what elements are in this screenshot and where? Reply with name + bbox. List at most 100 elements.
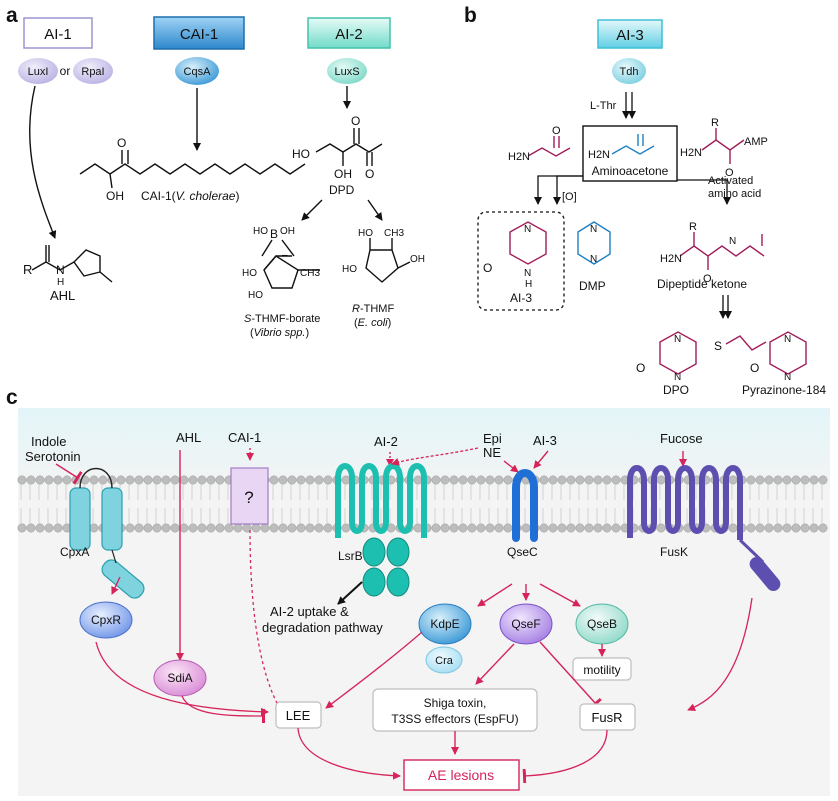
activated-aa-label-1: Activated bbox=[708, 175, 753, 187]
lipid-head bbox=[818, 523, 828, 533]
lipid-head bbox=[269, 475, 279, 485]
pyrazinone-s: S bbox=[714, 339, 722, 353]
lipid-head bbox=[476, 475, 486, 485]
lipid-head bbox=[575, 475, 585, 485]
lipid-head bbox=[728, 475, 738, 485]
lsrb-domain-4 bbox=[386, 567, 410, 597]
dipeptide-label: Dipeptide ketone bbox=[657, 277, 747, 291]
ai2-title-box bbox=[307, 17, 391, 49]
cqsa-enzyme bbox=[175, 57, 219, 85]
fucose-label: Fucose bbox=[660, 431, 703, 446]
dmp-label: DMP bbox=[579, 279, 606, 293]
lipid-head bbox=[35, 523, 45, 533]
ai3-signal-label: AI-3 bbox=[533, 433, 557, 448]
lipid-head bbox=[215, 475, 225, 485]
lthr-label: L-Thr bbox=[590, 100, 617, 112]
aminoacetone-to-dipeptide-arrow bbox=[677, 179, 731, 205]
lipid-head bbox=[782, 475, 792, 485]
activated-aa-r: R bbox=[711, 117, 719, 129]
activated-aa-label-2: amino acid bbox=[708, 188, 761, 200]
lipid-head bbox=[503, 523, 513, 533]
cpxa-receptor bbox=[69, 467, 145, 599]
ai1-title-box bbox=[23, 17, 93, 49]
lipid-head bbox=[809, 475, 819, 485]
lipid-head bbox=[656, 523, 666, 533]
lipid-head bbox=[161, 475, 171, 485]
lipid-head bbox=[287, 475, 297, 485]
lipid-head bbox=[98, 475, 108, 485]
luxi-label: LuxI bbox=[28, 66, 49, 78]
lsrb-receptor bbox=[335, 463, 427, 538]
lipid-head bbox=[125, 475, 135, 485]
cai1-caption: CAI-1(V. cholerae) bbox=[141, 189, 239, 203]
lipid-head bbox=[539, 475, 549, 485]
dmp-n2: N bbox=[590, 254, 597, 265]
pyrazinone-n1: N bbox=[784, 334, 791, 345]
fusk-to-fusr-arrow bbox=[687, 597, 753, 711]
lipid-head bbox=[134, 475, 144, 485]
ai2-signal-label: AI-2 bbox=[374, 434, 398, 449]
lipid-head bbox=[548, 475, 558, 485]
kdpe-to-lee-arrow bbox=[325, 631, 423, 709]
kdpe-label: KdpE bbox=[430, 617, 459, 631]
cai1-title-box bbox=[153, 16, 245, 50]
lipid-head bbox=[782, 523, 792, 533]
qsef-inhibits-fusr bbox=[539, 641, 602, 710]
indole-label: Indole bbox=[31, 434, 66, 449]
ae-lesions-label: AE lesions bbox=[428, 767, 494, 783]
dpd-to-borate-arrow bbox=[301, 199, 323, 221]
lipid-head bbox=[566, 475, 576, 485]
lipid-head bbox=[287, 523, 297, 533]
lsrb-domain-1 bbox=[362, 537, 386, 567]
rthmf-label: R-THMF bbox=[352, 303, 394, 315]
lipid-head bbox=[152, 475, 162, 485]
dpo-n1: N bbox=[674, 334, 681, 345]
pyrazinone-label: Pyrazinone-184 bbox=[742, 383, 826, 397]
activated-aa-amp: AMP bbox=[744, 136, 768, 148]
lipid-head bbox=[521, 523, 531, 533]
lee-label: LEE bbox=[286, 708, 311, 723]
dpo-label: DPO bbox=[663, 383, 689, 397]
lipid-head bbox=[485, 475, 495, 485]
activated-aa-branches bbox=[715, 128, 731, 164]
dpd-o2: O bbox=[365, 167, 374, 181]
lipid-head bbox=[260, 523, 270, 533]
lipid-head bbox=[602, 523, 612, 533]
ai3-structure-box bbox=[477, 211, 565, 311]
lipid-head bbox=[53, 475, 63, 485]
fusk-receptor bbox=[627, 465, 743, 540]
cpxr-to-lee-arrow bbox=[95, 641, 269, 716]
lipid-head bbox=[440, 475, 450, 485]
dipeptide-h2n: H2N bbox=[660, 253, 682, 265]
lipid-head bbox=[134, 523, 144, 533]
lipid-head bbox=[224, 523, 234, 533]
lipid-head bbox=[269, 523, 279, 533]
lipid-head bbox=[215, 523, 225, 533]
lipid-head bbox=[494, 475, 504, 485]
oxidation-label: [O] bbox=[562, 191, 577, 203]
borate-ho2: HO bbox=[242, 268, 257, 279]
qsef-node bbox=[499, 603, 553, 645]
lipid-head bbox=[557, 523, 567, 533]
lipid-head bbox=[251, 523, 261, 533]
lipid-head bbox=[116, 475, 126, 485]
lipid-head bbox=[548, 523, 558, 533]
lipid-head bbox=[800, 523, 810, 533]
qsef-to-shiga-arrow bbox=[475, 643, 515, 685]
luxs-enzyme bbox=[327, 58, 367, 84]
rthmf-oh: OH bbox=[410, 254, 425, 265]
rpai-enzyme bbox=[73, 58, 113, 84]
lipid-head bbox=[314, 475, 324, 485]
dpo-ring bbox=[659, 331, 697, 375]
lipid-head bbox=[764, 475, 774, 485]
lipid-head bbox=[125, 523, 135, 533]
lipid-head bbox=[179, 523, 189, 533]
lipid-head bbox=[755, 523, 765, 533]
pyrazinone-nh: N bbox=[784, 372, 791, 383]
aminoacetone-co bbox=[637, 134, 644, 146]
lipid-head bbox=[566, 523, 576, 533]
dpd-label: DPD bbox=[329, 183, 355, 197]
fusk-label: FusK bbox=[660, 545, 688, 559]
cpxa-to-cpxr-arrow bbox=[111, 576, 121, 595]
